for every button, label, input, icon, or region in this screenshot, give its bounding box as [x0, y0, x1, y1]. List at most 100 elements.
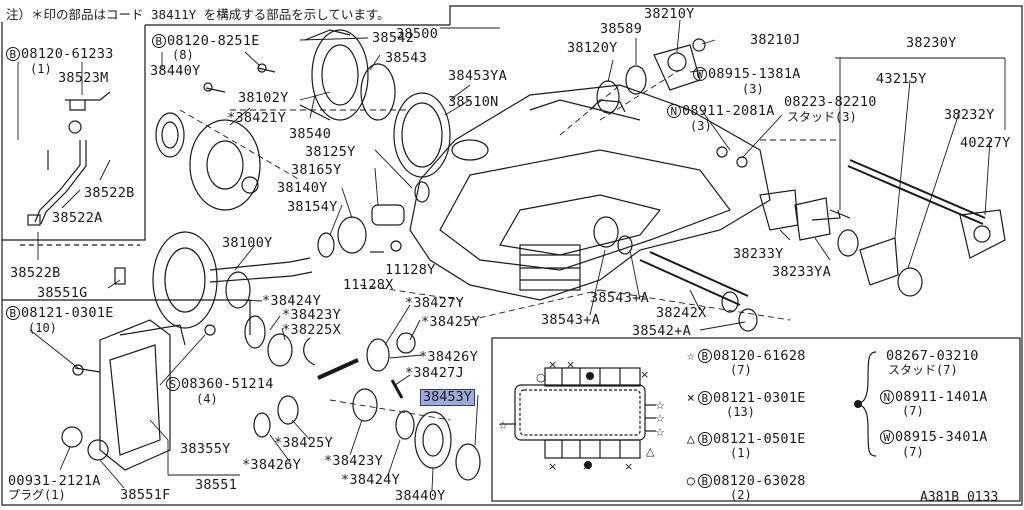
part-40227Y[interactable]: 40227Y — [960, 135, 1011, 151]
screw-08360-51214-qty: (4) — [196, 392, 218, 406]
part-38551[interactable]: 38551 — [195, 477, 238, 493]
part-38426Y-top[interactable]: *38426Y — [419, 349, 478, 365]
part-38140Y[interactable]: 38140Y — [277, 180, 328, 196]
part-38242X[interactable]: 38242X — [656, 305, 707, 321]
washer-08915-1381A-qty: (3) — [742, 82, 764, 96]
retainer-38540 — [311, 29, 369, 121]
bracket-stud-08267-03210[interactable]: 08267-03210 — [886, 348, 979, 364]
part-38543A-2[interactable]: 38543+A — [541, 312, 600, 328]
part-38427J[interactable]: *38427J — [405, 365, 464, 381]
part-38125Y[interactable]: 38125Y — [305, 144, 356, 160]
bolt-08120-8251E-qty: (8) — [172, 48, 194, 62]
plug-00931 — [61, 426, 83, 448]
part-38355Y[interactable]: 38355Y — [180, 441, 231, 457]
part-38540[interactable]: 38540 — [289, 126, 332, 142]
part-38543A-1[interactable]: 38543+A — [590, 290, 649, 306]
part-38523M[interactable]: 38523M — [58, 70, 109, 86]
gasket-38233YA — [794, 197, 831, 241]
diff-case-38421Y — [189, 119, 261, 211]
part-38500[interactable]: 38500 — [396, 26, 439, 42]
part-00931-2121A[interactable]: 00931-2121A — [8, 473, 101, 489]
part-38426Y-bottom[interactable]: *38426Y — [242, 457, 301, 473]
retainer-43215Y — [859, 237, 899, 286]
part-43215Y[interactable]: 43215Y — [876, 71, 927, 87]
part-38232Y[interactable]: 38232Y — [944, 107, 995, 123]
part-38425Y-bottom[interactable]: *38425Y — [274, 435, 333, 451]
washer-prefix-w-icon: W — [693, 67, 707, 81]
part-38233Y[interactable]: 38233Y — [733, 246, 784, 262]
part-38154Y[interactable]: 38154Y — [287, 199, 338, 215]
part-38230Y[interactable]: 38230Y — [906, 35, 957, 51]
part-38440Y-bottom[interactable]: 38440Y — [395, 488, 446, 504]
svg-text:☆: ☆ — [655, 426, 665, 439]
cover-plan — [514, 384, 646, 441]
bolt-prefix-b-icon: B — [152, 34, 166, 48]
stud-08223-82210[interactable]: 08223-82210 — [784, 94, 877, 110]
stud-08223-82210-qty: スタッド(3) — [787, 110, 857, 124]
part-38102Y[interactable]: 38102Y — [238, 90, 289, 106]
svg-text:×: × — [582, 460, 591, 473]
part-11128X[interactable]: 11128X — [343, 277, 394, 293]
rear-cover-38355Y — [99, 319, 171, 471]
part-38427Y[interactable]: *38427Y — [405, 295, 464, 311]
legend-frame — [491, 337, 1021, 502]
bracket-nut-qty: (7) — [902, 404, 924, 418]
part-38210Y[interactable]: 38210Y — [644, 6, 695, 22]
spacer-38165Y — [371, 204, 405, 226]
part-38421Y[interactable]: *38421Y — [227, 110, 286, 126]
part-38100Y[interactable]: 38100Y — [222, 235, 273, 251]
part-38543[interactable]: 38543 — [385, 50, 428, 66]
nut-prefix-n-icon: N — [667, 104, 681, 118]
bolt-prefix-b-icon: B — [6, 47, 20, 61]
part-38425Y-top[interactable]: *38425Y — [421, 314, 480, 330]
part-38225X[interactable]: *38225X — [282, 322, 341, 338]
part-38453Y-highlighted[interactable]: 38453Y — [420, 389, 475, 406]
part-38423Y-top[interactable]: *38423Y — [282, 307, 341, 323]
svg-text:☆: ☆ — [498, 419, 508, 432]
part-38120Y[interactable]: 38120Y — [567, 40, 618, 56]
bolt-prefix-b-icon: B — [698, 474, 712, 488]
bolt-prefix-b-icon: B — [698, 391, 712, 405]
washer-prefix-w-icon: W — [880, 430, 894, 444]
part-38424Y-bottom[interactable]: *38424Y — [341, 472, 400, 488]
part-38210J[interactable]: 38210J — [750, 32, 801, 48]
part-38233YA[interactable]: 38233YA — [772, 264, 831, 280]
shim-38424Y — [244, 315, 266, 349]
part-38522B-top[interactable]: 38522B — [84, 185, 135, 201]
part-38522A[interactable]: 38522A — [52, 210, 103, 226]
legend-item-cross-qty: (13) — [726, 405, 755, 419]
inner-frame-left — [2, 25, 146, 241]
part-38551G[interactable]: 38551G — [37, 285, 88, 301]
legend-item-triangle-qty: (1) — [730, 446, 752, 460]
part-38440Y-top[interactable]: 38440Y — [150, 63, 201, 79]
triangle-icon: △ — [686, 431, 696, 447]
part-38522B-bottom[interactable]: 38522B — [10, 265, 61, 281]
part-38589[interactable]: 38589 — [600, 21, 643, 37]
screw-prefix-s-icon: S — [166, 377, 180, 391]
part-38423Y-bottom[interactable]: *38423Y — [324, 453, 383, 469]
part-11128Y[interactable]: 11128Y — [385, 262, 436, 278]
part-38510N[interactable]: 38510N — [448, 94, 499, 110]
part-38165Y[interactable]: 38165Y — [291, 162, 342, 178]
part-38542[interactable]: 38542 — [372, 30, 415, 46]
cross-icon: × — [686, 390, 696, 406]
gasket-38233Y — [759, 189, 799, 231]
part-38424Y-top[interactable]: *38424Y — [262, 293, 321, 309]
part-38542A[interactable]: 38542+A — [632, 323, 691, 339]
svg-text:×: × — [566, 358, 575, 371]
part-38453YA[interactable]: 38453YA — [448, 68, 507, 84]
part-38551F[interactable]: 38551F — [120, 487, 171, 503]
